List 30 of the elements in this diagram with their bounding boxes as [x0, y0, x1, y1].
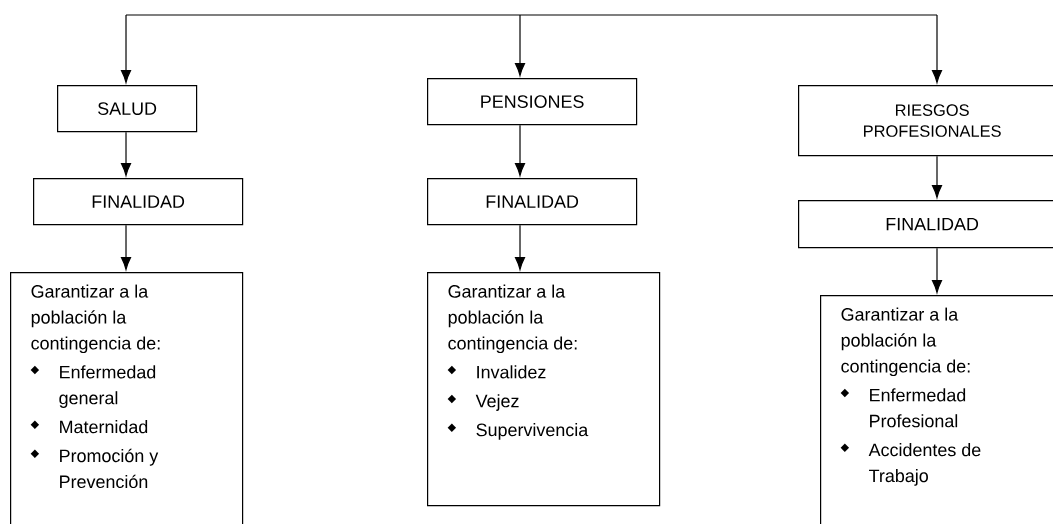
list-item: Vejez — [475, 394, 519, 411]
paragraph: Garantizar a la población la contingencia de: — [448, 284, 577, 354]
arrow — [120, 131, 132, 177]
list-item: Enfermedad general — [59, 365, 156, 408]
list-item: Promoción y Prevención — [60, 448, 159, 489]
paragraph: Garantizar a la población la contingencia de: — [841, 307, 970, 377]
text-box — [820, 295, 1053, 524]
list-item: Invalidez — [477, 365, 546, 379]
label-box: PENSIONES — [427, 78, 638, 126]
label-box: RIESGOS PROFESIONALES — [798, 85, 1053, 157]
label-box: FINALIDAD — [427, 178, 638, 226]
arrow — [514, 224, 526, 271]
label-box: FINALIDAD — [798, 200, 1053, 249]
list-item: Supervivencia — [476, 423, 589, 440]
arrow — [931, 247, 943, 294]
arrow — [931, 14, 943, 84]
arrow — [120, 224, 132, 271]
arrow — [120, 14, 132, 84]
list-item: Maternidad — [60, 420, 148, 434]
paragraph: Garantizar a la población la contingencia de: — [31, 284, 160, 354]
list-item: Accidentes de Trabajo — [868, 443, 981, 486]
label-box: SALUD — [57, 85, 198, 133]
arrow — [931, 155, 943, 199]
text-box — [427, 272, 661, 507]
label-box: FINALIDAD — [33, 178, 244, 226]
arrow — [514, 14, 526, 77]
connector-line — [125, 14, 938, 16]
list-item: Enfermedad Profesional — [870, 388, 966, 428]
text-box — [10, 272, 244, 524]
arrow — [514, 124, 526, 177]
